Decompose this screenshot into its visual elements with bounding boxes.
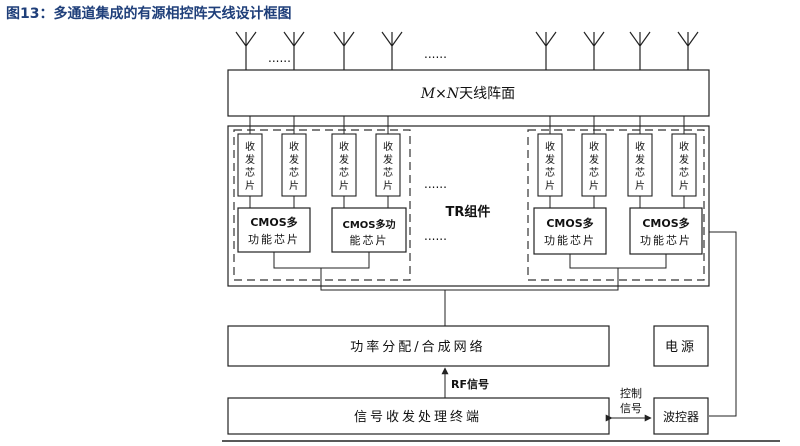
cmos-chip-right1-line2: 功能芯片 — [544, 233, 596, 247]
transceiver-chip-char: 收 — [339, 140, 349, 153]
antenna-icon — [235, 31, 257, 70]
tr-ellipsis-bottom: ...... — [424, 229, 447, 243]
antenna-icon — [583, 31, 605, 70]
transceiver-chip-char: 发 — [383, 153, 393, 166]
transceiver-chip-char: 发 — [245, 153, 255, 166]
transceiver-chip-char: 片 — [383, 179, 393, 192]
antenna-array-m: M — [420, 86, 436, 102]
figure-caption: 图13：多通道集成的有源相控阵天线设计框图 — [6, 6, 292, 22]
control-signal-line1: 控制 — [620, 386, 642, 400]
antenna-array-times: × — [435, 86, 447, 102]
cmos-chip-mid-line2: 能芯片 — [350, 233, 389, 247]
transceiver-chip-char: 发 — [339, 153, 349, 166]
power-supply-label: 电源 — [665, 340, 697, 355]
signal-terminal-label: 信号收发处理终端 — [354, 409, 482, 425]
transceiver-chip-char: 片 — [635, 179, 645, 192]
power-divider-box — [227, 325, 610, 367]
transceiver-chip-char: 收 — [245, 140, 255, 153]
antenna-array-n: N — [446, 86, 460, 102]
transceiver-chip-char: 芯 — [635, 166, 645, 179]
transceiver-chip-char: 收 — [589, 140, 599, 153]
beam-control-bus — [709, 231, 737, 417]
transceiver-chip-char: 片 — [245, 179, 255, 192]
transceiver-chip-char: 片 — [589, 179, 599, 192]
antenna-array-label: M×N天线阵面 — [420, 86, 515, 102]
cmos-chip-right2-line2: 功能芯片 — [640, 233, 692, 247]
beam-controller-label: 波控器 — [663, 410, 699, 424]
cmos-chip-right1-line1: CMOS多 — [546, 216, 593, 230]
transceiver-chip-char: 收 — [383, 140, 393, 153]
transceiver-chip-char: 片 — [545, 179, 555, 192]
transceiver-chip-char: 发 — [545, 153, 555, 166]
transceiver-chip-char: 芯 — [245, 166, 255, 179]
cmos-connections — [273, 252, 667, 326]
transceiver-chip-char: 发 — [679, 153, 689, 166]
transceiver-chip-char: 片 — [289, 179, 299, 192]
transceiver-chip-char: 芯 — [339, 166, 349, 179]
antenna-ellipsis-left: ...... — [268, 51, 291, 65]
transceiver-chip-char: 芯 — [545, 166, 555, 179]
transceiver-chip-char: 芯 — [289, 166, 299, 179]
antenna-icon — [535, 31, 557, 70]
antenna-icons — [235, 31, 699, 70]
transceiver-chip-char: 发 — [635, 153, 645, 166]
control-signal-line2: 信号 — [620, 402, 642, 415]
transceiver-chip-char: 收 — [545, 140, 555, 153]
antenna-array-box — [227, 69, 710, 117]
transceiver-chip-char: 芯 — [589, 166, 599, 179]
transceiver-chip-char: 片 — [679, 179, 689, 192]
power-divider-label: 功率分配/合成网络 — [350, 339, 485, 355]
tr-ellipsis-top: ...... — [424, 177, 447, 191]
beam-controller-box — [653, 397, 709, 435]
cmos-chip-left-line1: CMOS多 — [250, 215, 297, 229]
signal-terminal-box — [227, 397, 610, 435]
transceiver-chip-char: 芯 — [679, 166, 689, 179]
transceiver-chip-char: 收 — [289, 140, 299, 153]
tr-group-left — [233, 129, 411, 281]
transceiver-chip-char: 片 — [339, 179, 349, 192]
transceiver-chip-char: 收 — [635, 140, 645, 153]
antenna-icon — [381, 31, 403, 70]
tr-group-right — [527, 129, 705, 281]
antenna-ellipsis-mid: ...... — [424, 47, 447, 61]
cmos-chip-right1 — [533, 207, 607, 255]
cmos-chip-right2-line1: CMOS多 — [642, 216, 689, 230]
tr-label: TR组件 — [446, 204, 491, 220]
antenna-array-rest: 天线阵面 — [459, 86, 515, 102]
antenna-icon — [629, 31, 651, 70]
transceiver-chip-char: 发 — [289, 153, 299, 166]
antenna-icon — [333, 31, 355, 70]
transceiver-chip-char: 芯 — [383, 166, 393, 179]
cmos-chip-left — [237, 207, 311, 253]
cmos-chip-mid-line1: CMOS多功 — [343, 218, 396, 231]
cmos-chip-left-line2: 功能芯片 — [248, 232, 300, 246]
cmos-chip-right2 — [629, 207, 703, 255]
power-supply-box — [653, 325, 709, 367]
transceiver-chip-char: 收 — [679, 140, 689, 153]
transceiver-chip-char: 发 — [589, 153, 599, 166]
cmos-chip-mid — [331, 207, 407, 253]
rf-signal-label: RF信号 — [451, 377, 489, 391]
antenna-icon — [677, 31, 699, 70]
antenna-icon — [283, 31, 305, 70]
